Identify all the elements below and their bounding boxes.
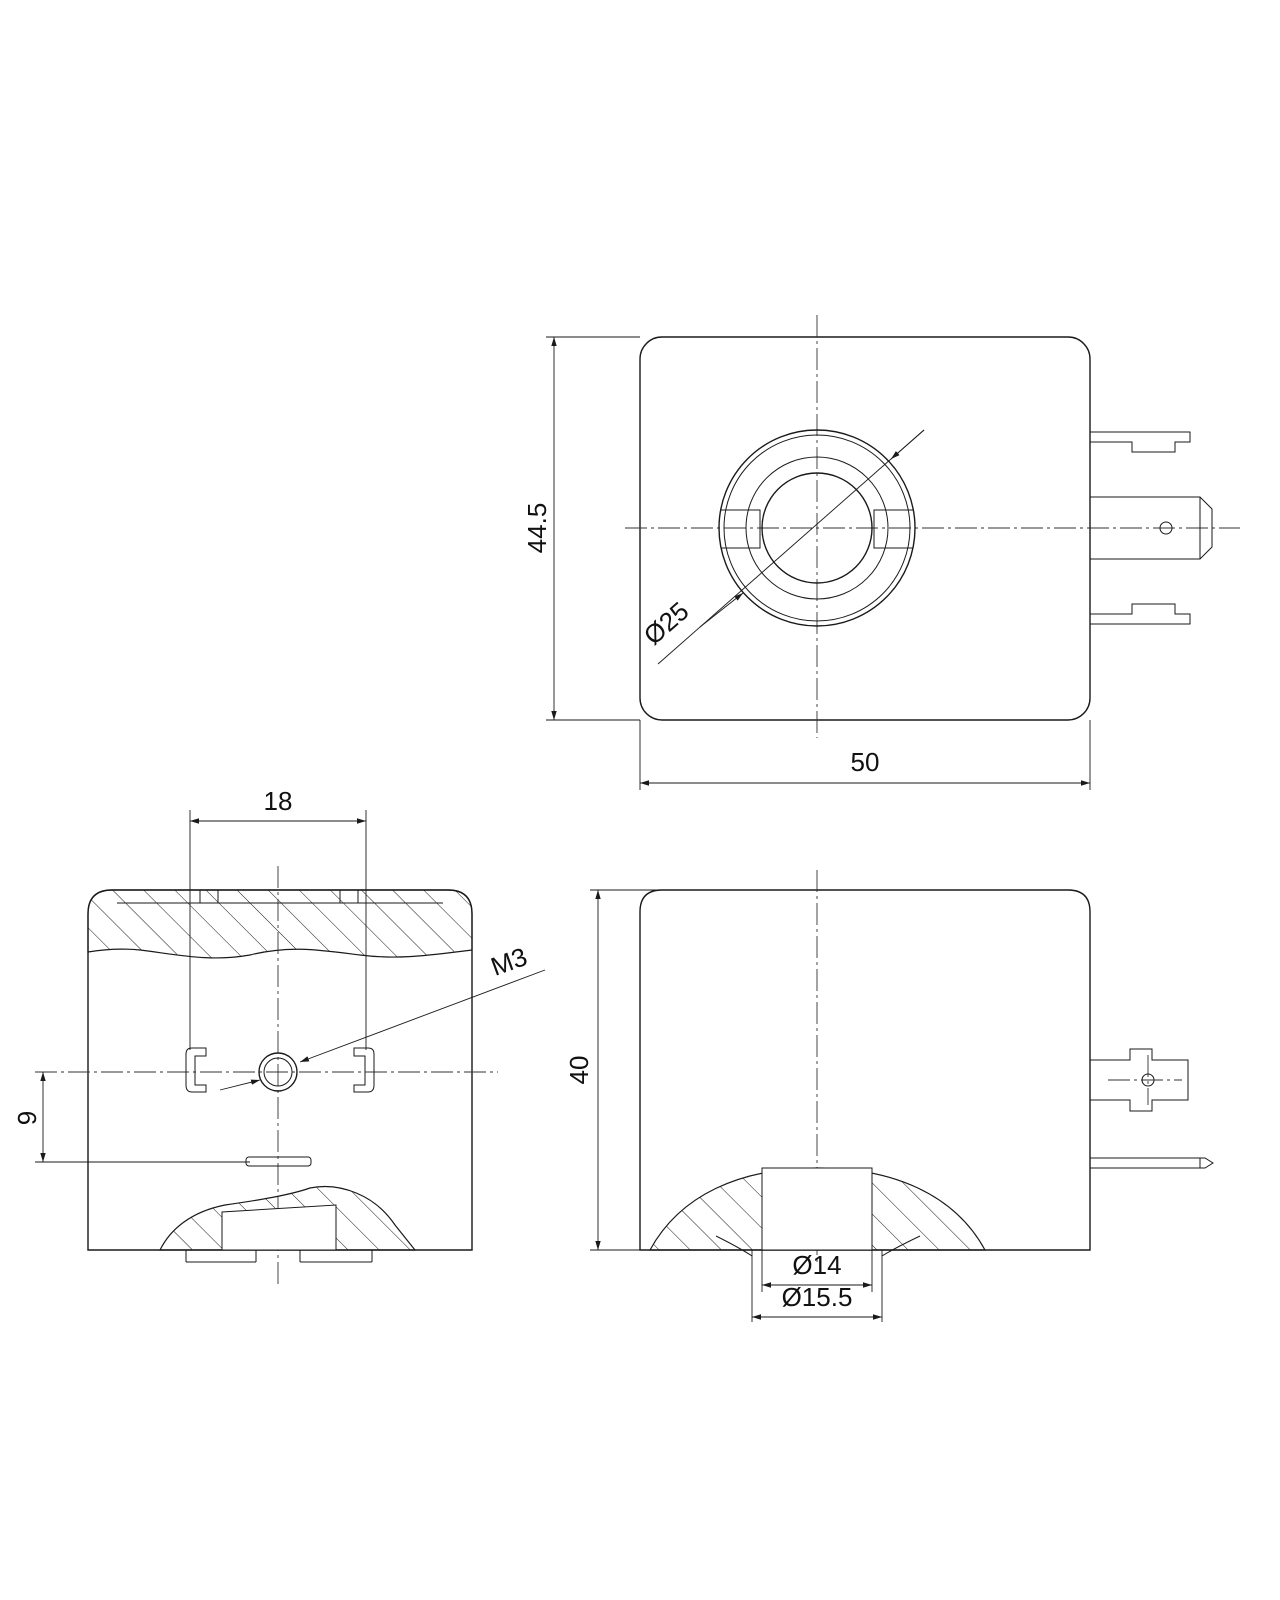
- dim-coil-diameter-label: Ø25: [638, 596, 695, 651]
- side-view-lower-bar: [245, 1156, 312, 1167]
- front-terminal-upper: [1089, 1048, 1189, 1112]
- dim-pin-spacing-label: 18: [264, 786, 293, 816]
- dim-coil-diameter-arrow-upper: [890, 429, 925, 460]
- coil-inner-bore: [761, 472, 873, 584]
- threaded-hole-outer: [258, 1052, 298, 1092]
- dim-offset-label: 9: [12, 1111, 42, 1125]
- front-terminal-hole: [1141, 1073, 1155, 1087]
- top-terminal-upper: [1090, 431, 1191, 453]
- top-terminal-lower: [1090, 603, 1191, 625]
- side-view-top-section: [87, 889, 473, 959]
- dim-thread-label: M3: [487, 941, 531, 982]
- dim-bore-outer-label: Ø15.5: [782, 1282, 853, 1312]
- side-view-bottom-bore: [221, 1204, 337, 1251]
- top-view: 44.5 50 Ø25: [522, 315, 1240, 790]
- front-view-bore-lip-right: [881, 1235, 921, 1257]
- coil-second-ring: [723, 434, 911, 622]
- dim-coil-diameter-line: [657, 429, 925, 665]
- dim-coil-diameter-arrow-lower: [699, 592, 744, 628]
- front-view-bore: [761, 1167, 873, 1251]
- threaded-hole-inner: [263, 1057, 293, 1087]
- dim-bore-inner-label: Ø14: [792, 1250, 841, 1280]
- side-view-left-clip: [185, 1047, 207, 1093]
- coil-left-lug: [721, 509, 761, 549]
- coil-third-ring: [745, 456, 889, 600]
- top-view-body: [639, 336, 1091, 721]
- coil-outer-ring: [718, 429, 916, 627]
- side-view: 18 M3 9: [12, 786, 546, 1285]
- dim-thread-leader: [299, 969, 546, 1063]
- dim-height-label: 44.5: [522, 503, 552, 554]
- front-view: 40 Ø14 Ø15.5: [564, 870, 1214, 1322]
- front-view-body: [639, 889, 1091, 1251]
- dim-front-height-label: 40: [564, 1056, 594, 1085]
- dim-thread-leader-lower: [219, 1079, 261, 1091]
- side-view-right-clip: [353, 1047, 375, 1093]
- top-terminal-hole: [1159, 521, 1173, 535]
- dim-width-label: 50: [851, 747, 880, 777]
- coil-right-lug: [873, 509, 913, 549]
- front-terminal-lower: [1090, 1157, 1214, 1169]
- front-view-bore-lip-left: [715, 1235, 753, 1257]
